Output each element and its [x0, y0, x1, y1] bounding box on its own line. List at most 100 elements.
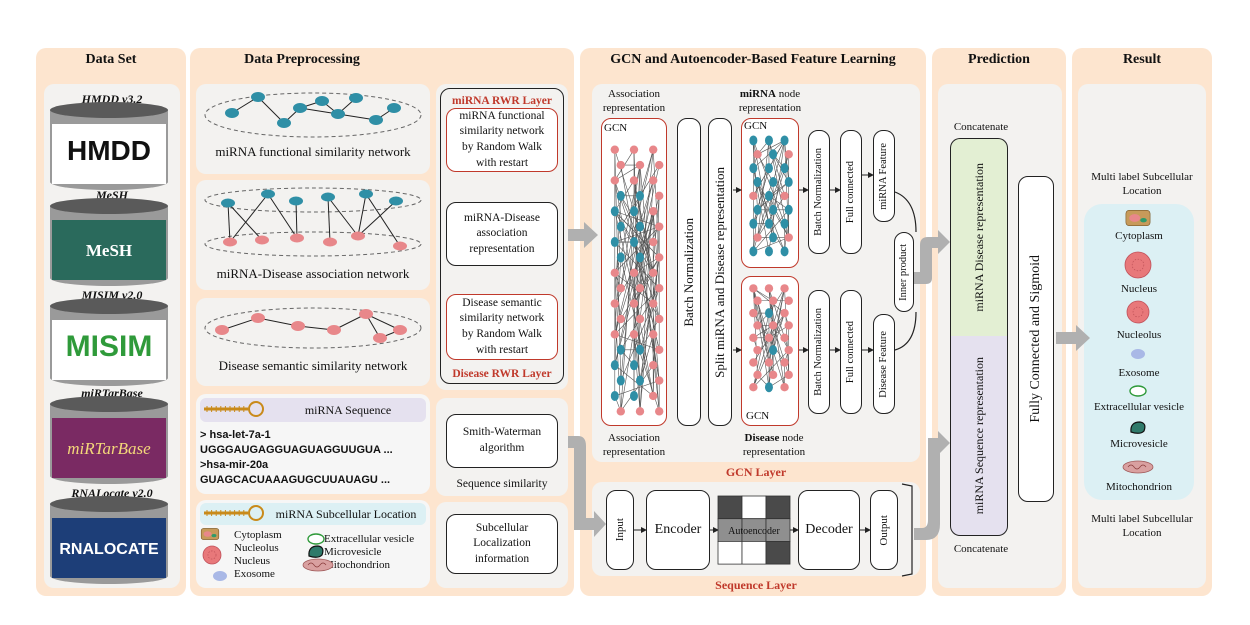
disease-node [655, 376, 664, 385]
disease-node [649, 268, 658, 278]
output-box: Output [870, 490, 898, 570]
disease-node [780, 308, 789, 318]
disease-node [373, 333, 387, 343]
mirna-node-rep: miRNA node representation [738, 88, 802, 114]
mirna-node [610, 237, 619, 248]
rna-loop-icon [248, 505, 264, 521]
mirna-rwr-label: miRNA RWR Layer [452, 95, 552, 107]
disease-node [655, 191, 664, 201]
mirna-node [749, 163, 758, 174]
rwr-outer-box [440, 88, 564, 384]
gcn-layer-label: GCN Layer [725, 465, 787, 479]
disease-node [616, 407, 625, 416]
disease-node [629, 299, 639, 308]
net2-edge [357, 200, 397, 237]
mirna-node [387, 103, 401, 113]
disease-node [649, 176, 658, 185]
disease-rep-fill [950, 138, 1008, 336]
loc-extracellular: Extracellular vesicle [324, 533, 415, 545]
disease-node [753, 233, 762, 242]
gcn-edge [768, 350, 774, 388]
cylinder-top [50, 198, 168, 214]
disease-node [764, 284, 774, 293]
gcn-edge [620, 242, 635, 381]
net2-edge [227, 202, 231, 243]
disease-node [749, 358, 758, 367]
disease-node [616, 284, 625, 293]
mirna-node [764, 246, 773, 257]
sequence-line-4: GUAGCACUAAAGUGCUUAUAGU ... [200, 474, 391, 486]
mirna-node [293, 103, 307, 113]
net2-ellipse-bottom [204, 231, 422, 257]
disease-node [291, 321, 305, 331]
mirna-node [636, 221, 644, 232]
disease-node [749, 191, 758, 201]
disease-node [629, 330, 639, 339]
disease-node [655, 314, 664, 324]
subcell-box: Subcellular Localization information [446, 514, 558, 574]
arrow-sequence-to-encoder [568, 436, 606, 537]
disease-node [784, 150, 793, 159]
disease-node [255, 235, 269, 245]
gcn-edge [757, 181, 774, 238]
disease-node [655, 284, 664, 293]
sequence-layer-label: Sequence Layer [715, 578, 797, 592]
result-bottom-label: Multi label Subcellular Location [1091, 513, 1193, 539]
mirna-node [616, 344, 625, 355]
disease-rwr-box: Disease semantic similarity network by R… [446, 294, 558, 360]
concat-top: Concatenate [953, 121, 1009, 133]
encoder-box: Encoder [646, 490, 710, 570]
database-logo-text: MISIM [66, 330, 153, 363]
gcn-edge [614, 303, 622, 412]
disease-node [629, 268, 639, 278]
input-box: Input [606, 490, 634, 570]
mirna-node [636, 252, 644, 263]
panel-title-preprocessing: Data Preprocessing [244, 52, 360, 67]
disease-node [649, 207, 658, 216]
disease-node [610, 299, 619, 308]
seq-rep-fill [950, 336, 1008, 536]
disease-node [753, 150, 762, 159]
disease-node [780, 333, 789, 342]
disease-node [784, 370, 793, 380]
database-logo-text: HMDD [67, 135, 151, 166]
database-logo-text: MeSH [86, 241, 132, 260]
disease-node [655, 222, 664, 231]
autoencoder-cell [741, 541, 767, 565]
gcn-edge [639, 180, 654, 412]
gcn-edge [772, 140, 785, 183]
disease-node [635, 284, 645, 293]
arrow-output-to-prediction [914, 431, 950, 540]
disease-node [649, 299, 658, 308]
mitochondrion-detail-icon [1127, 464, 1147, 470]
mirna-node [289, 196, 303, 206]
disease-node [768, 370, 778, 380]
disease-node [393, 325, 407, 335]
gcn-edge [652, 211, 660, 289]
nucleus-icon [1126, 300, 1150, 324]
disease-node [764, 333, 774, 342]
cylinder-top [50, 102, 168, 118]
loc-cytoplasm: Cytoplasm [234, 529, 282, 541]
autoencoder-cell [717, 541, 743, 565]
gcn-edge [639, 211, 654, 320]
mirna-node [221, 198, 235, 208]
disease-rwr-label: Disease RWR Layer [452, 368, 552, 380]
disease-node [616, 160, 625, 170]
mirna-node [251, 92, 265, 102]
mirna-node [277, 118, 291, 128]
database-logo-bg [52, 124, 166, 184]
nucleus-icon [202, 545, 222, 565]
mirna-node [764, 163, 773, 174]
batch-norm-1: Batch Normalization [677, 118, 701, 426]
disease-node [753, 321, 762, 330]
net2-edge [357, 193, 367, 237]
disease-node [629, 176, 639, 185]
net2-edge [295, 200, 298, 239]
net2-edge [267, 193, 298, 239]
mirna-node [764, 308, 773, 319]
gcn-edge [768, 140, 785, 252]
gcn-edge [633, 334, 641, 412]
mitochondrion-icon [302, 558, 334, 572]
database-logo-text: miRTarBase [67, 439, 151, 458]
